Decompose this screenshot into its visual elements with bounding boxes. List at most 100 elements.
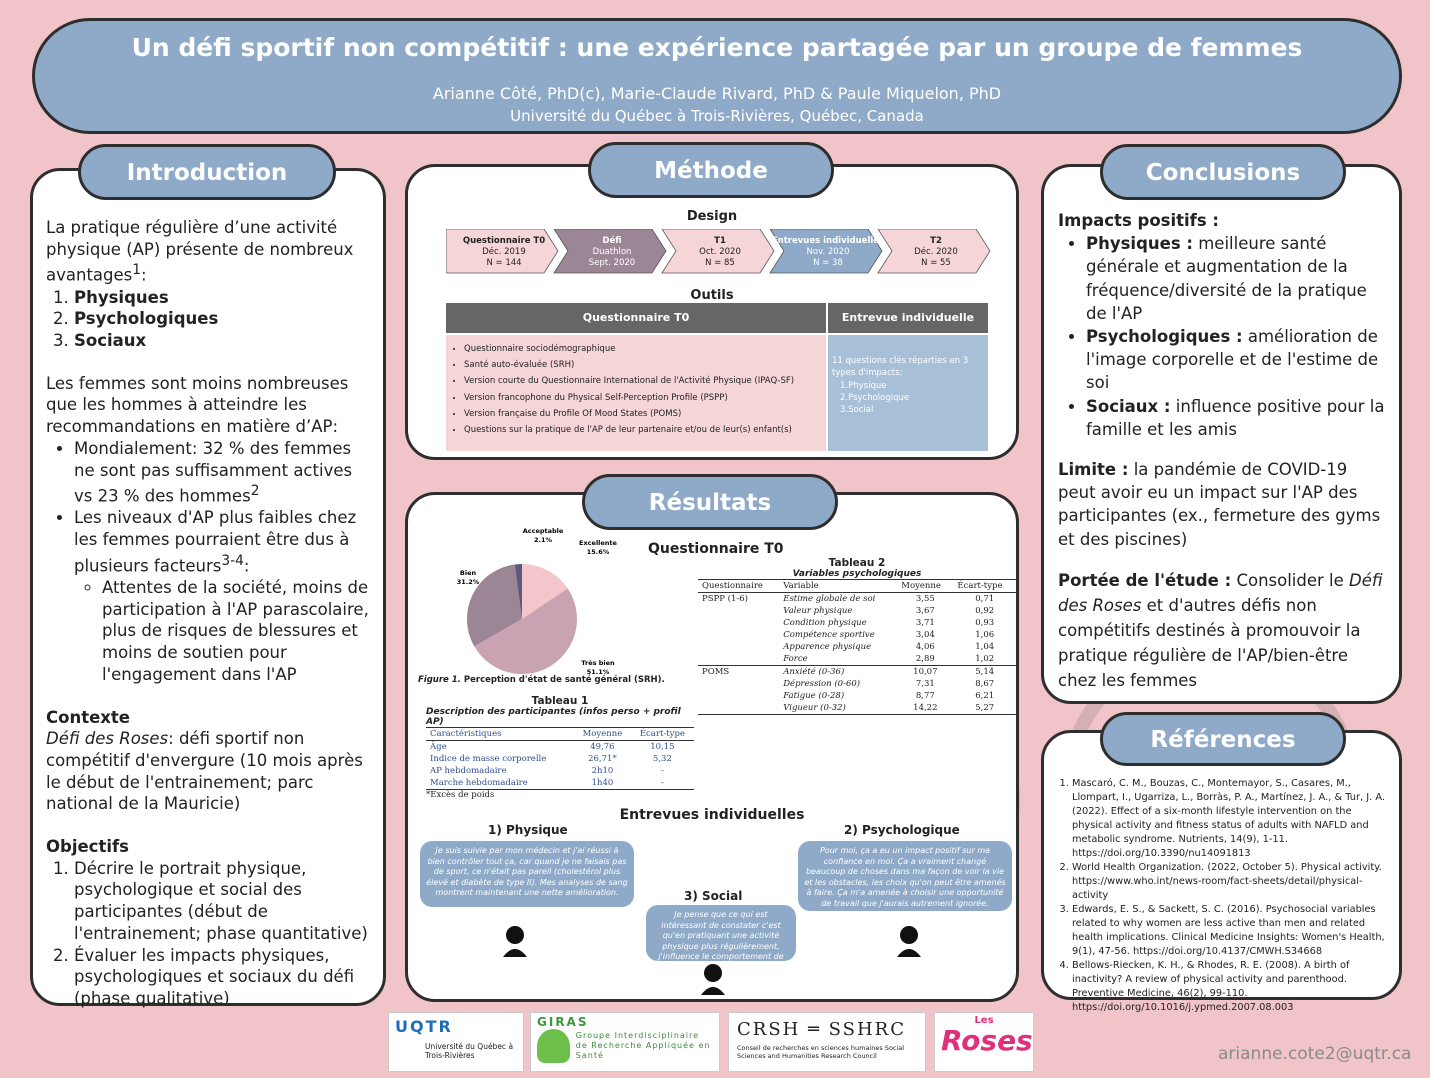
tableau1-title: Tableau 1	[531, 695, 589, 707]
outils-col1-head: Questionnaire T0	[446, 303, 826, 333]
list-item: Version courte du Questionnaire Internat…	[464, 373, 820, 389]
outils-col2: 11 questions clés réparties en 3 types d…	[828, 335, 988, 451]
tableau1-subtitle: Description des participantes (infos per…	[426, 707, 694, 728]
social-quote: Je pense que ce qui est intéressant de c…	[646, 905, 796, 972]
uqtr-logo: UQTR Université du Québec à Trois-Rivièr…	[388, 1012, 524, 1072]
list-item: Santé auto-évaluée (SRH)	[464, 357, 820, 373]
table-header: Moyenne	[901, 581, 941, 591]
list-item: Évaluer les impacts physiques, psycholog…	[74, 945, 371, 1010]
impacts-title: Impacts positifs :	[1058, 211, 1220, 230]
intro-paragraph: La pratique régulière d’une activité phy…	[46, 218, 354, 285]
pie-label: Excellente	[579, 539, 617, 547]
objectifs-list: Décrire le portrait physique, psychologi…	[74, 858, 371, 1010]
entrevues-title: Entrevues individuelles	[619, 807, 805, 823]
university: Université du Québec à Trois-Rivières, Q…	[510, 107, 924, 125]
table-header: Écart-type	[957, 581, 1003, 591]
benefits-list: Physiques Psychologiques Sociaux	[74, 287, 371, 352]
crsh-wordmark: CRSH ═ SSHRC	[737, 1019, 907, 1040]
list-item: 2.Psychologique	[840, 392, 910, 403]
portee-text: Portée de l'étude : Consolider le Défi d…	[1058, 570, 1383, 690]
tableau2-title: Tableau 2	[828, 557, 886, 569]
list-item: Version francophone du Physical Self-Per…	[464, 390, 820, 406]
pie-label: 31.2%	[457, 578, 480, 586]
pie-caption: Figure 1. Perception d'état de santé gén…	[418, 675, 665, 685]
list-item: 1.Physique	[840, 380, 887, 391]
references-list: Mascaró, C. M., Bouzas, C., Montemayor, …	[1072, 777, 1391, 1015]
table-header: Variable	[783, 581, 819, 591]
table-header: Questionnaire	[702, 581, 763, 591]
resultats-heading: Résultats	[582, 474, 838, 530]
timeline-step-label: Sept. 2020	[589, 258, 635, 268]
roses-top: Les	[974, 1015, 994, 1026]
timeline-step-label: Nov. 2020	[807, 247, 850, 257]
objectifs-title: Objectifs	[46, 837, 130, 857]
giras-subtitle: Groupe Interdisciplinaire de Recherche A…	[575, 1031, 711, 1060]
pie-label: 51.1%	[587, 668, 610, 675]
timeline-step-label: N = 144	[486, 258, 521, 268]
list-item: World Health Organization. (2022, Octobe…	[1072, 861, 1391, 903]
list-item: Version française du Profile Of Mood Sta…	[464, 406, 820, 422]
person-icon	[503, 926, 527, 957]
limite-text: Limite : la pandémie de COVID-19 peut av…	[1058, 460, 1381, 549]
timeline-step-label: Déc. 2020	[914, 246, 957, 257]
methode-heading: Méthode	[588, 142, 834, 198]
list-item: Décrire le portrait physique, psychologi…	[74, 858, 371, 945]
timeline-step-label: Oct. 2020	[699, 247, 741, 257]
psychologique-quote: Pour moi, ça a eu un impact positif sur …	[798, 841, 1012, 911]
tableau2: Tableau 2 Variables psychologiques Quest…	[698, 557, 1016, 715]
giras-wordmark: GIRAS	[537, 1015, 589, 1029]
timeline-step-label: Entrevues individuelles	[772, 236, 884, 246]
timeline-step-label: T1	[714, 236, 726, 246]
conclusions-heading: Conclusions	[1100, 144, 1346, 200]
poster-title: Un défi sportif non compétitif : une exp…	[131, 33, 1303, 62]
list-item: Sociaux : influence positive pour la fam…	[1086, 395, 1385, 441]
list-item: Questions sur la pratique de l'AP de leu…	[464, 422, 820, 438]
roses-logo: Les Roses	[934, 1012, 1034, 1072]
pie-label: 2.1%	[534, 536, 553, 544]
tableau1-note: *Excès de poids	[426, 789, 694, 800]
table-header: Moyenne	[582, 729, 623, 739]
timeline-step-label: T2	[930, 236, 942, 246]
references-panel: Mascaró, C. M., Bouzas, C., Montemayor, …	[1041, 730, 1402, 1013]
tableau2-subtitle: Variables psychologiques	[698, 569, 1016, 580]
physique-title: 1) Physique	[488, 823, 568, 837]
design-title: Design	[686, 209, 738, 224]
list-item: Sociaux	[74, 330, 371, 352]
outils-list: Questionnaire sociodémographique Santé a…	[464, 341, 820, 438]
outils-col1: Questionnaire sociodémographique Santé a…	[446, 335, 826, 451]
person-icon	[701, 964, 725, 995]
social-title: 3) Social	[684, 889, 743, 903]
list-item: Edwards, E. S., & Sackett, S. C. (2016).…	[1072, 903, 1391, 959]
references-heading: Références	[1100, 712, 1346, 766]
authors: Arianne Côté, PhD(c), Marie-Claude Rivar…	[432, 84, 1002, 103]
poster-header: Un défi sportif non compétitif : une exp…	[32, 18, 1402, 134]
timeline-step-label: Déc. 2019	[482, 246, 525, 257]
pie-slice	[522, 564, 568, 619]
list-item: Psychologiques	[74, 308, 371, 330]
questionnaire-title: Questionnaire T0	[648, 541, 784, 557]
uqtr-wordmark: UQTR	[395, 1017, 453, 1036]
intro-paragraph: Les femmes sont moins nombreuses que les…	[46, 373, 349, 437]
contact-email[interactable]: arianne.cote2@uqtr.ca	[1218, 1044, 1412, 1064]
timeline-step-label: Duathlon	[593, 247, 632, 257]
pie-slice	[514, 564, 522, 619]
